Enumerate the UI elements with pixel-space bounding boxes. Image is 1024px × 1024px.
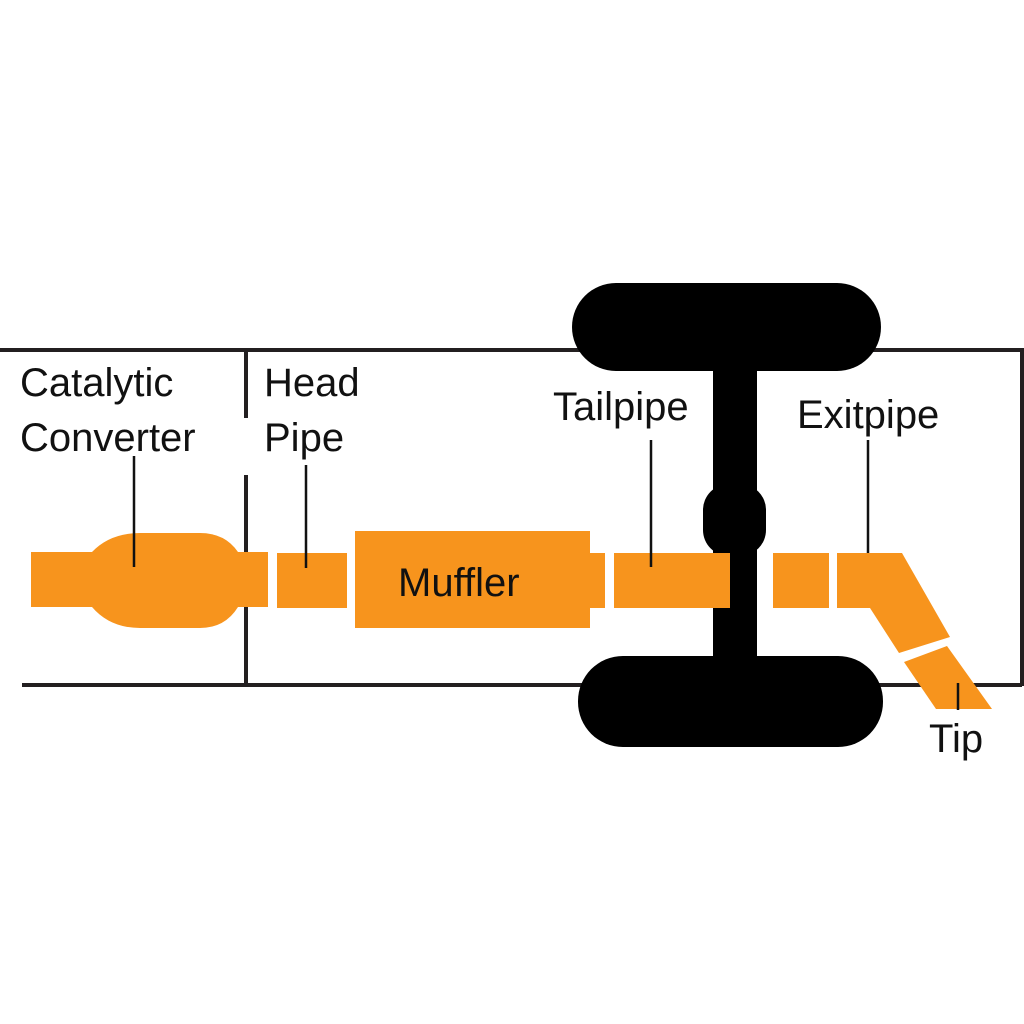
label-catalytic-line2: Converter	[20, 416, 196, 460]
label-tip: Tip	[929, 717, 983, 761]
label-muffler: Muffler	[398, 561, 520, 605]
label-head-line1: Head	[264, 361, 360, 405]
label-tailpipe: Tailpipe	[553, 385, 689, 429]
exhaust-system	[31, 531, 992, 709]
exitpipe	[837, 553, 950, 653]
head-pipe	[277, 553, 347, 608]
muffler-outlet	[588, 553, 605, 608]
catalytic-converter-body	[92, 533, 238, 628]
label-catalytic-line1: Catalytic	[20, 361, 173, 405]
muffler	[355, 531, 605, 628]
rear-axle	[572, 283, 883, 747]
differential	[703, 484, 766, 556]
label-head-line2: Pipe	[264, 416, 344, 460]
label-exitpipe: Exitpipe	[797, 393, 939, 437]
tip	[904, 646, 992, 709]
leader-lines	[132, 440, 960, 710]
tailpipe	[614, 553, 730, 608]
muffler-body	[355, 531, 590, 628]
wheel-bottom	[578, 656, 883, 747]
tailpipe-rear-section	[773, 553, 829, 608]
catalytic-converter	[31, 533, 268, 628]
wheel-top	[572, 283, 881, 371]
